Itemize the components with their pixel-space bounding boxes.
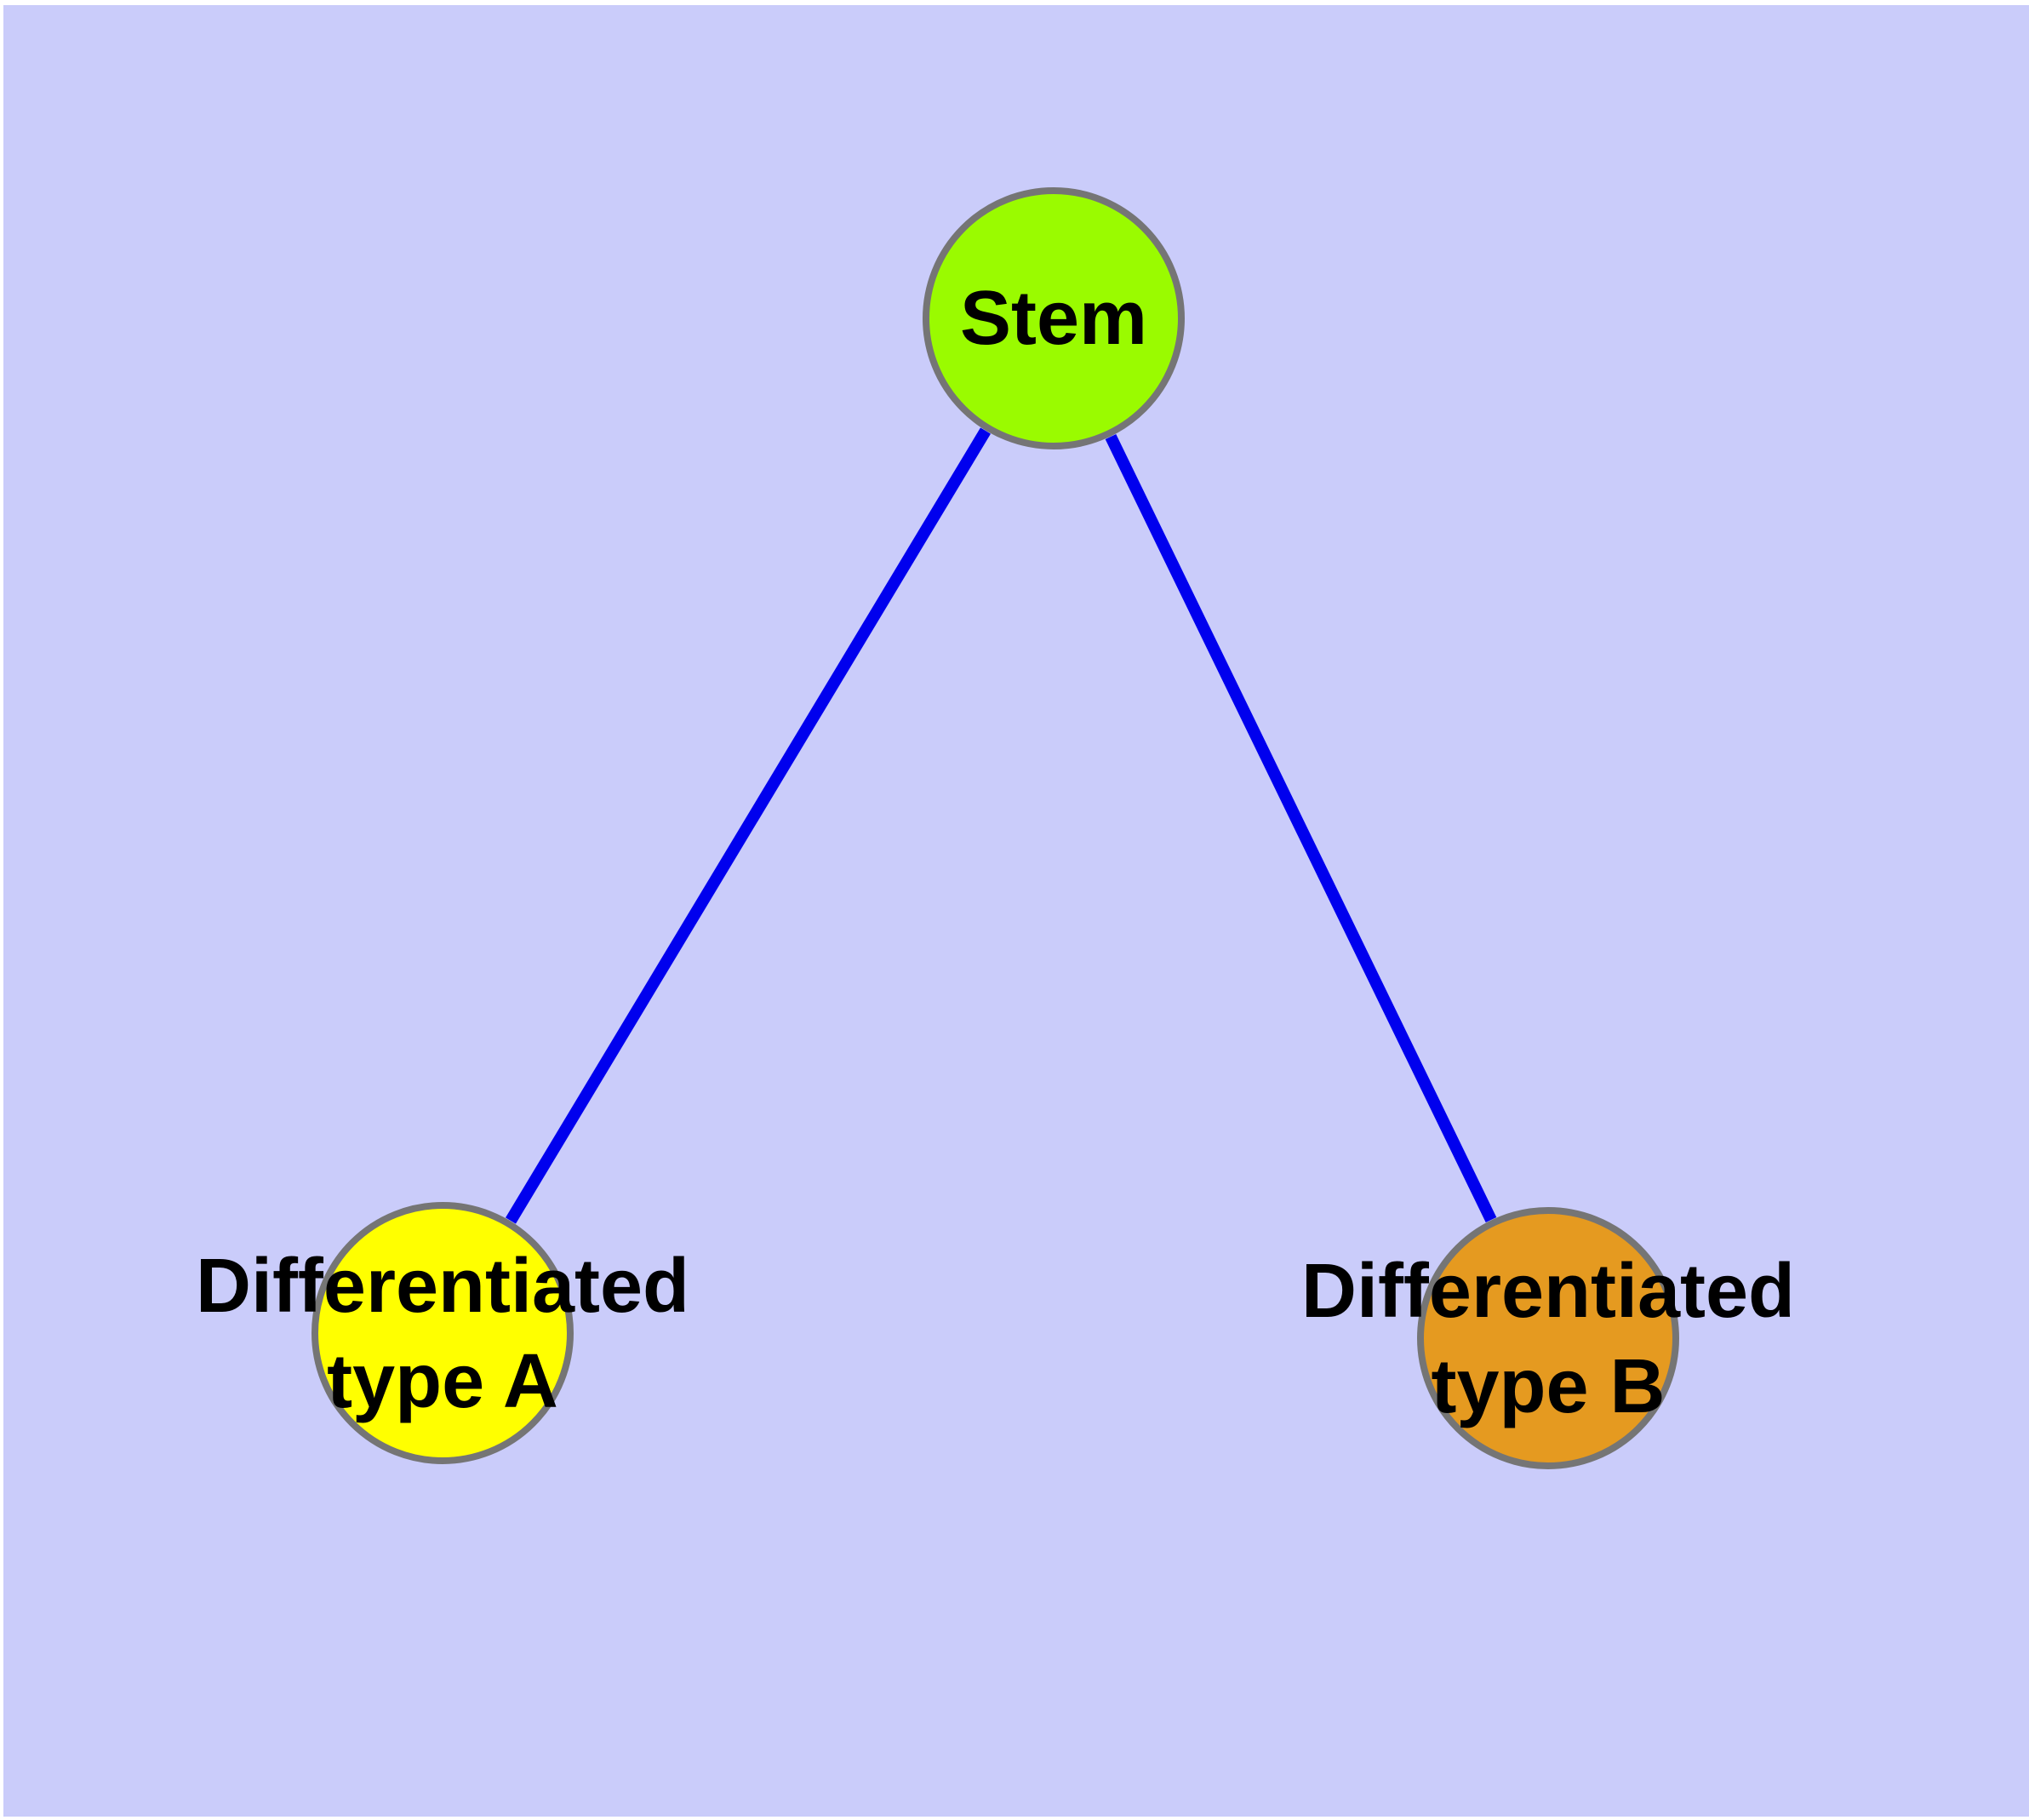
node-type-a-label-line2: type A: [327, 1339, 558, 1424]
node-differentiated-type-a[interactable]: [311, 1202, 574, 1464]
node-differentiated-type-b[interactable]: [1417, 1207, 1679, 1469]
edge-stem-to-type-a: [506, 427, 991, 1224]
edge-stem-to-type-b: [1105, 433, 1497, 1223]
node-type-a-label-line1: Differentiated: [196, 1244, 689, 1329]
node-type-b-label-line1: Differentiated: [1301, 1249, 1795, 1334]
node-stem-label: Stem: [960, 276, 1147, 361]
node-stem[interactable]: [923, 187, 1185, 449]
node-type-b-label-line2: type B: [1431, 1344, 1665, 1429]
